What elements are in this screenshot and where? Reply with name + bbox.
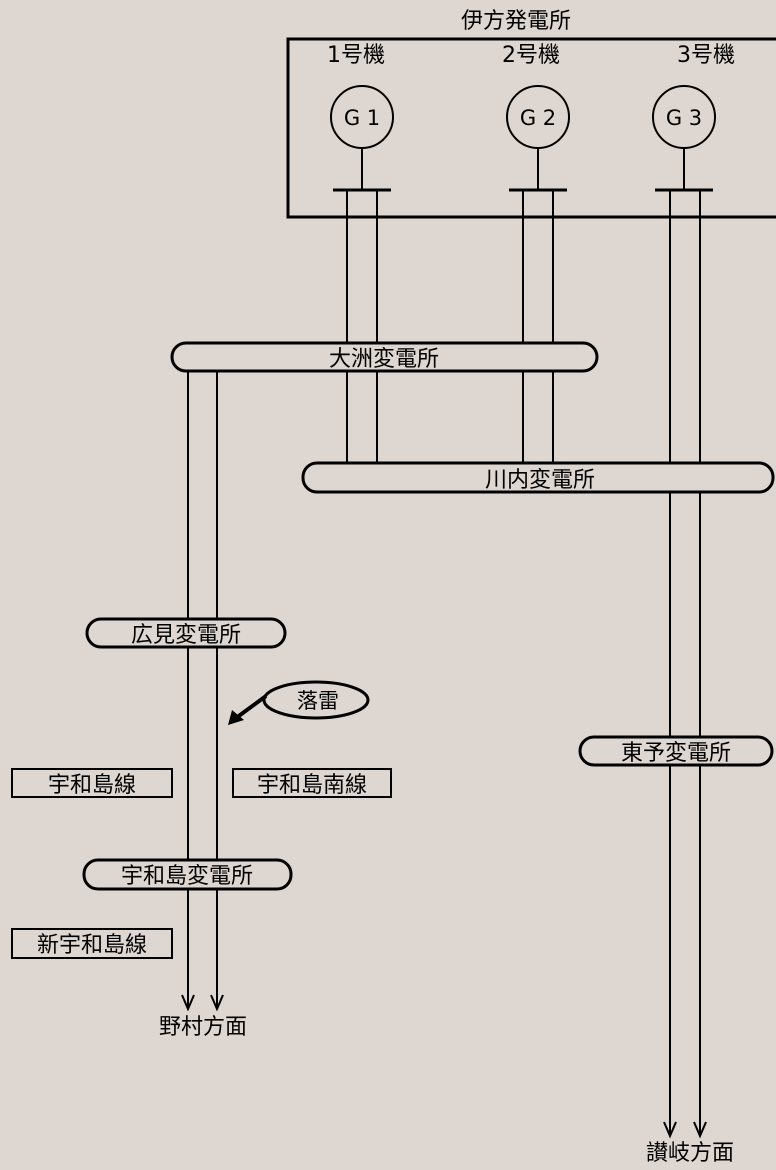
label-uwajima-south-line: 宇和島南線 xyxy=(232,768,392,798)
substation-uwajima: 宇和島変電所 xyxy=(82,858,293,891)
substation-kawauchi-label: 川内変電所 xyxy=(485,468,595,493)
nomura-arrow-b xyxy=(210,994,224,1012)
generator-g2-label: G 2 xyxy=(520,106,556,130)
unit1-label: 1号機 xyxy=(327,43,385,68)
arrowheads xyxy=(181,994,707,1139)
generator-g3-label: G 3 xyxy=(666,106,702,130)
uwajima-south-line-label: 宇和島南線 xyxy=(257,773,367,798)
new-uwajima-line-label: 新宇和島線 xyxy=(37,933,147,958)
substation-toyo: 東予変電所 xyxy=(578,735,774,767)
power-plant-box xyxy=(286,37,776,219)
uwajima-line-label: 宇和島線 xyxy=(48,773,136,798)
destination-nomura: 野村方面 xyxy=(159,1015,247,1040)
substation-hiromi: 広見変電所 xyxy=(85,617,287,649)
generator-g1-label: G 1 xyxy=(344,106,380,130)
substation-ozu-label: 大洲変電所 xyxy=(329,347,439,372)
generator-g1: G 1 xyxy=(330,85,394,192)
substation-toyo-label: 東予変電所 xyxy=(621,741,731,766)
nomura-arrow-a xyxy=(181,994,195,1012)
plant-title: 伊方発電所 xyxy=(461,9,571,34)
lightning-arrow-icon xyxy=(234,694,268,720)
destination-sanuki: 讃岐方面 xyxy=(646,1141,734,1166)
label-new-uwajima-line: 新宇和島線 xyxy=(11,928,173,959)
substation-kawauchi: 川内変電所 xyxy=(301,461,775,494)
sanuki-arrow-b xyxy=(693,1121,707,1139)
label-uwajima-line: 宇和島線 xyxy=(11,768,173,798)
lightning-label: 落雷 xyxy=(297,689,339,713)
transmission-lines xyxy=(187,190,701,1135)
unit2-label: 2号機 xyxy=(502,43,560,68)
substation-ozu: 大洲変電所 xyxy=(170,341,599,373)
generator-g3: G 3 xyxy=(652,85,716,192)
unit3-label: 3号機 xyxy=(677,43,735,68)
lightning-arrowhead-icon xyxy=(228,710,244,725)
lightning-strike: 落雷 xyxy=(228,680,370,725)
substation-uwajima-label: 宇和島変電所 xyxy=(121,864,253,889)
sanuki-arrow-a xyxy=(663,1121,677,1139)
generator-g2: G 2 xyxy=(506,85,570,192)
substation-hiromi-label: 広見変電所 xyxy=(131,623,241,648)
